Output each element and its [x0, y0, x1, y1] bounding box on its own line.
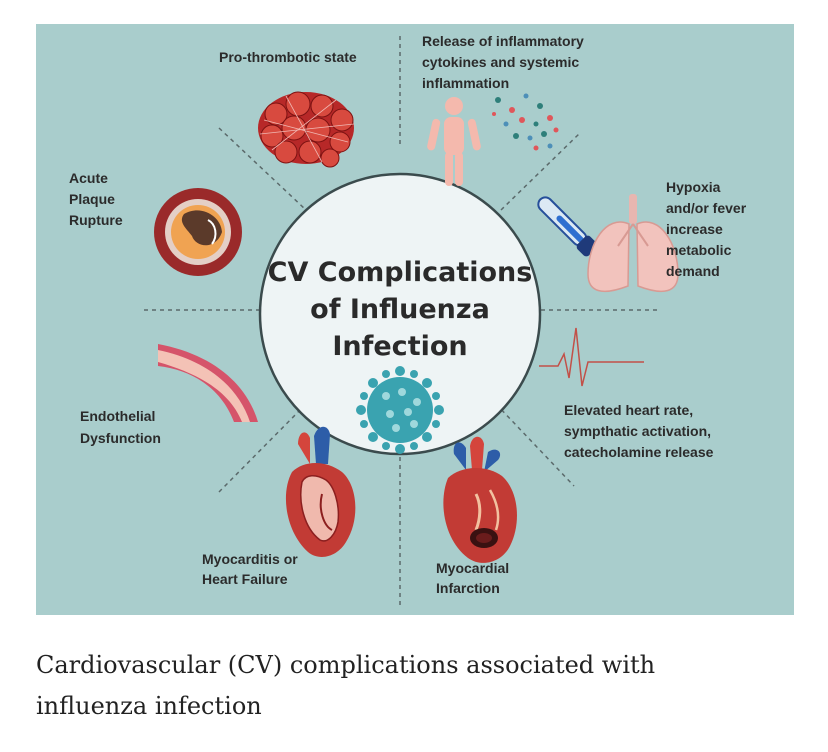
label-heart-rate-line: sympthatic activation, [564, 423, 712, 439]
center-title-line-2: of Influenza [310, 294, 490, 325]
connector-top-left [218, 127, 307, 211]
infarction-heart-icon [443, 436, 517, 563]
thermometer-icon [537, 196, 598, 257]
label-hypoxia-line: and/or fever [666, 200, 747, 216]
label-pro-thrombotic-state: Pro-thrombotic state [219, 49, 357, 65]
label-hypoxia-line: metabolic [666, 242, 732, 258]
center-title-line-1: CV Complications [267, 257, 533, 288]
caption-line-2: influenza infection [36, 692, 262, 720]
caption-line-1: Cardiovascular (CV) complications associ… [36, 651, 656, 679]
influenza-cv-diagram: CV Complications of Influenza Infection … [36, 24, 794, 615]
heart-rate-line-icon [539, 327, 644, 387]
influenza-virus-icon [356, 366, 444, 454]
label-plaque-line: Acute [69, 170, 108, 186]
label-plaque-line: Plaque [69, 191, 115, 207]
label-hypoxia-line: Hypoxia [666, 179, 721, 195]
label-inflammatory-line: Release of inflammatory [422, 33, 584, 49]
artery-cross-section-icon [154, 188, 242, 276]
label-hypoxia-line: demand [666, 263, 720, 279]
label-hypoxia-line: increase [666, 221, 723, 237]
label-infarction-line: Myocardial [436, 560, 510, 576]
label-endothelial-line: Endothelial [80, 408, 156, 424]
label-myocarditis-line: Heart Failure [202, 571, 288, 587]
connector-top-right [500, 131, 582, 211]
label-heart-rate-line: catecholamine release [564, 444, 714, 460]
label-heart-rate-line: Elevated heart rate, [564, 402, 694, 418]
label-inflammatory-line: cytokines and systemic [422, 54, 580, 70]
figure-caption: Cardiovascular (CV) complications associ… [36, 645, 776, 727]
connector-lines [144, 36, 661, 609]
human-body-icon [427, 97, 481, 186]
blood-clot-icon [258, 91, 355, 168]
blood-vessel-icon [158, 344, 258, 422]
label-plaque-line: Rupture [69, 212, 123, 228]
label-myocarditis-line: Myocarditis or [202, 551, 298, 567]
connector-bottom-right [495, 403, 575, 487]
lungs-icon [587, 194, 679, 293]
label-infarction-line: Infarction [436, 580, 500, 596]
cytokine-particles-icon [492, 93, 559, 151]
diagram-graphics [144, 36, 679, 609]
label-inflammatory-line: inflammation [422, 75, 510, 91]
myocarditis-heart-icon [285, 426, 356, 557]
label-endothelial-line: Dysfunction [80, 430, 161, 446]
center-title-line-3: Infection [332, 331, 468, 362]
